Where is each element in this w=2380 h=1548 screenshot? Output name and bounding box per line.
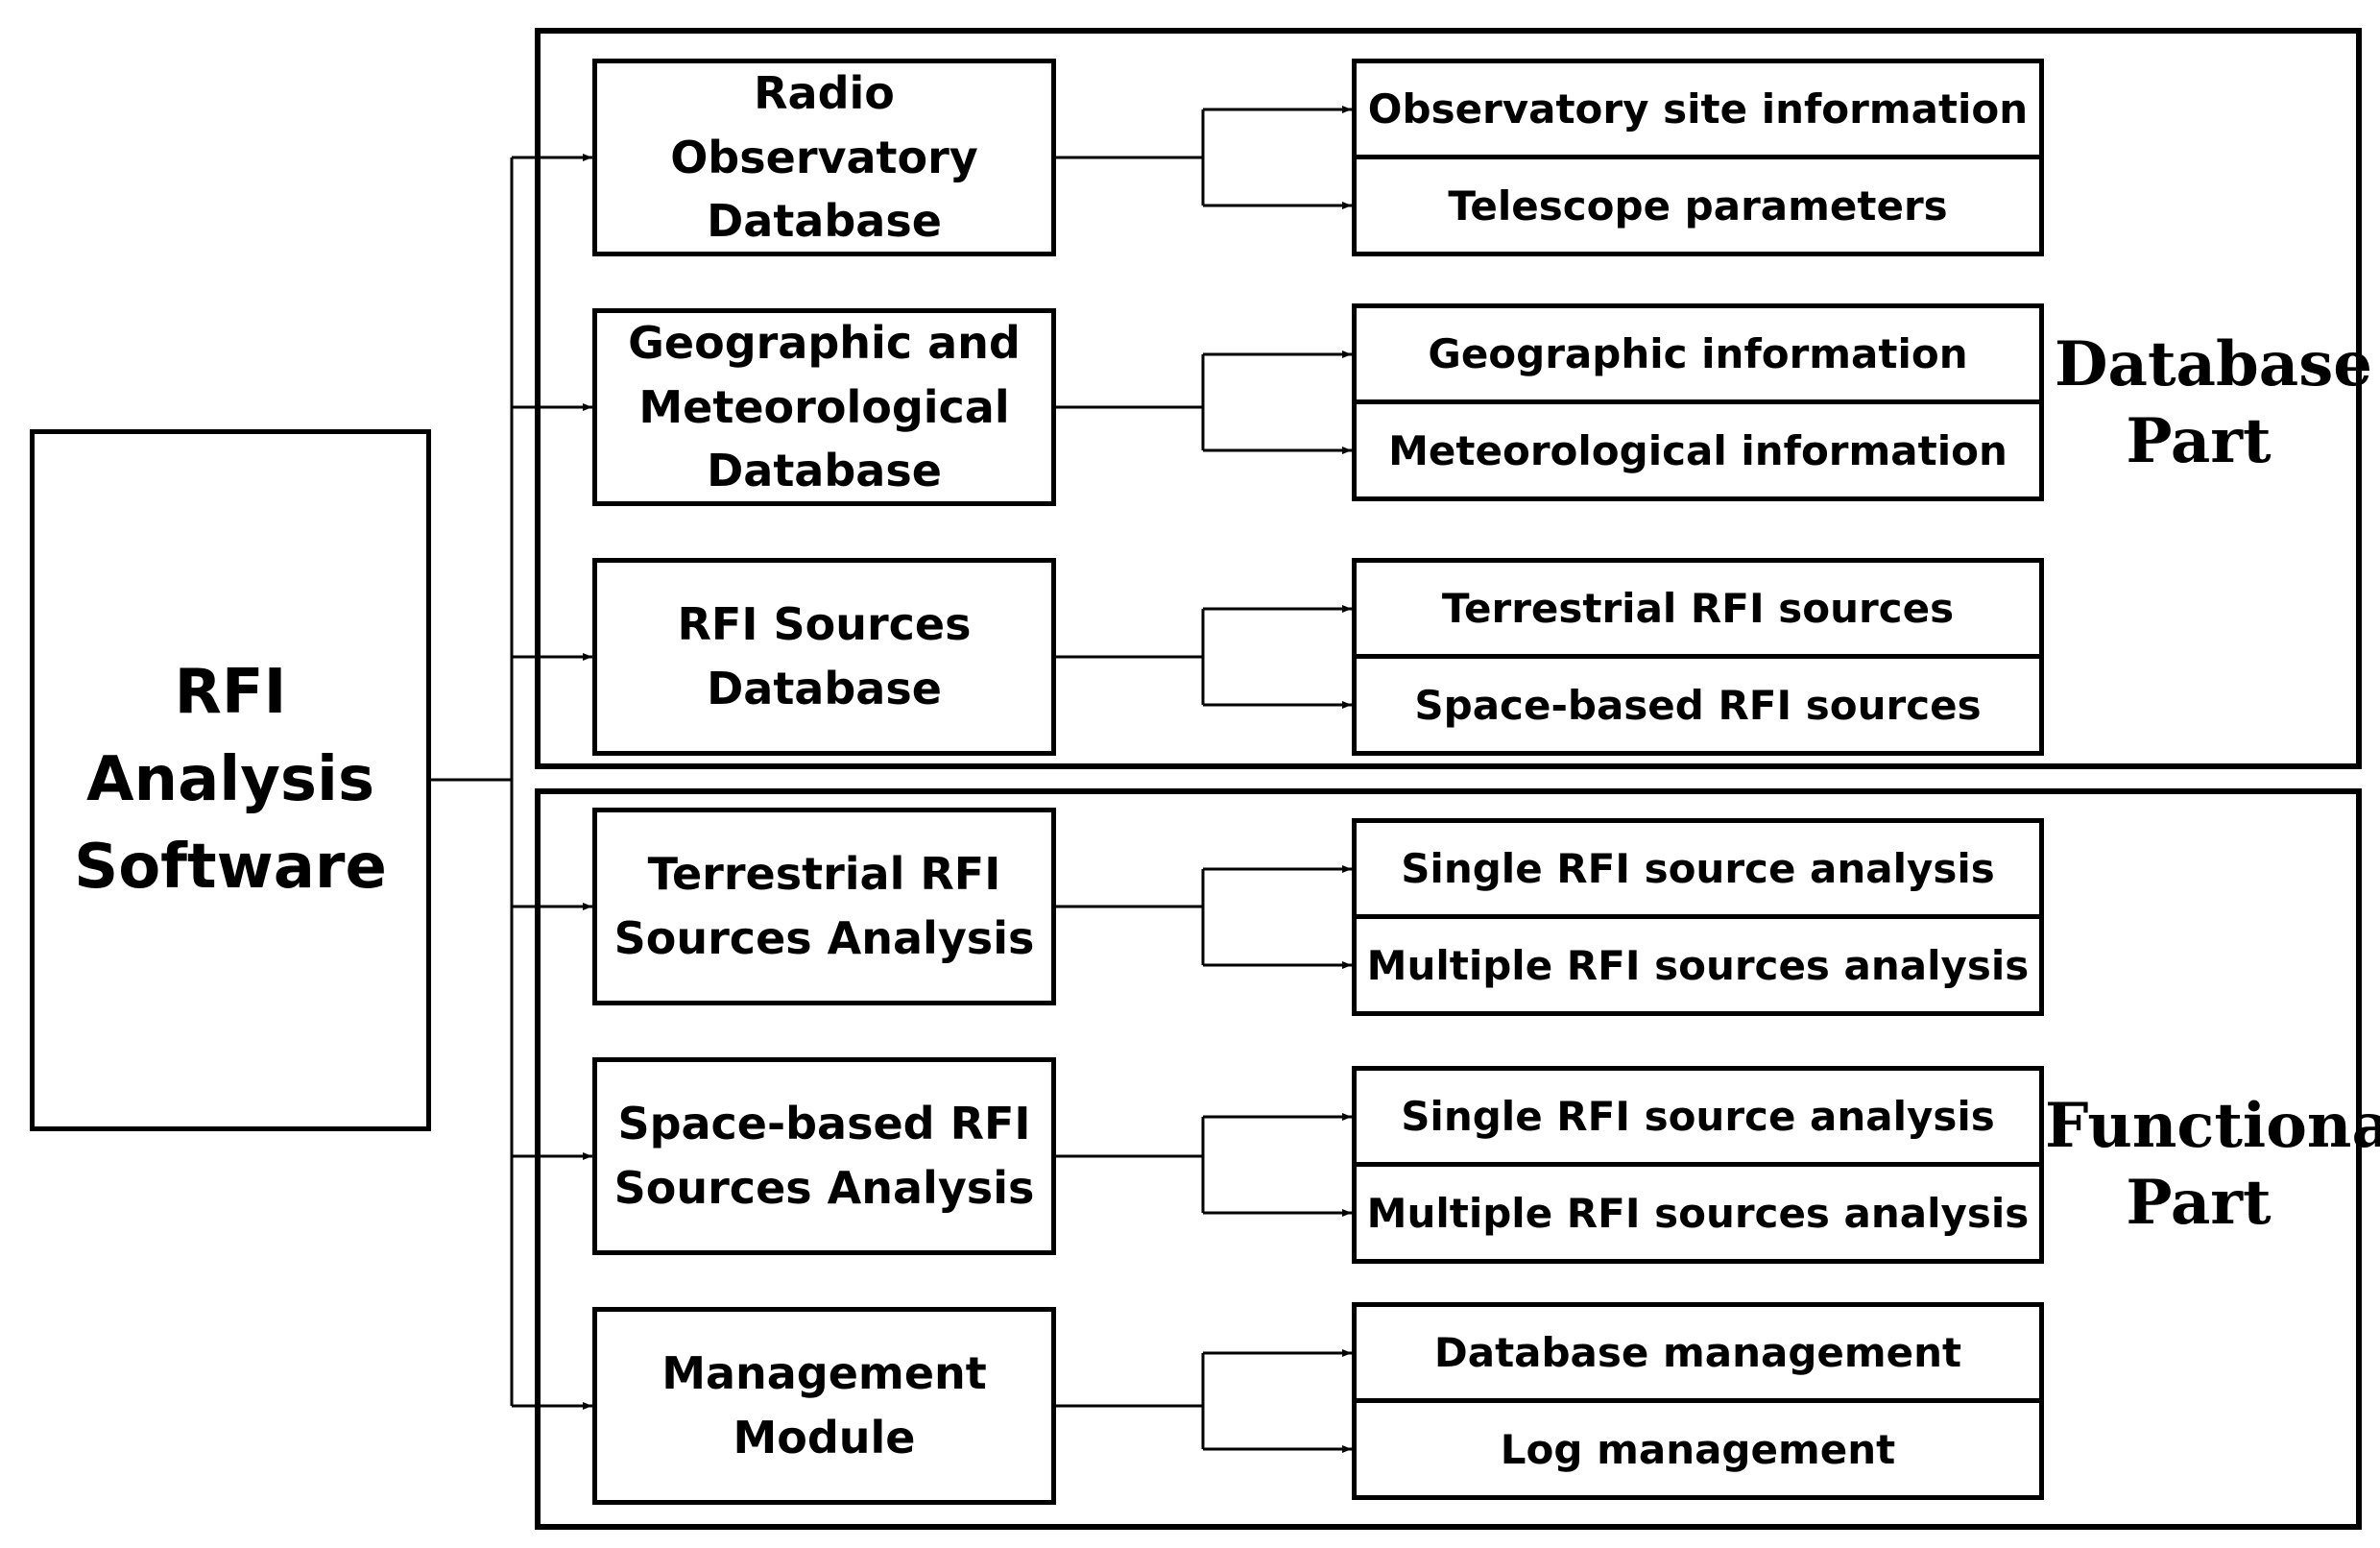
module-box-rfi-sources-database: RFI Sources Database	[592, 558, 1056, 756]
database-part-label: Database Part	[2055, 328, 2372, 477]
sub-item-label: Single RFI source analysis	[1401, 845, 1995, 892]
sub-item-meteorological-information: Meteorological information	[1352, 399, 2044, 501]
sub-item-terrestrial-single-analysis: Single RFI source analysis	[1352, 818, 2044, 919]
sub-item-space-based-single-analysis: Single RFI source analysis	[1352, 1066, 2044, 1167]
module-label: Management Module	[661, 1347, 987, 1463]
module-label: Terrestrial RFI Sources Analysis	[613, 848, 1035, 964]
sub-item-terrestrial-rfi-sources: Terrestrial RFI sources	[1352, 558, 2044, 659]
sub-item-database-management: Database management	[1352, 1302, 2044, 1403]
module-box-geographic-meteorological-database: Geographic and Meteorological Database	[592, 308, 1056, 506]
sub-item-geographic-information: Geographic information	[1352, 303, 2044, 404]
module-label: Geographic and Meteorological Database	[628, 316, 1021, 497]
sub-item-label: Multiple RFI sources analysis	[1366, 941, 2030, 989]
sub-item-label: Log management	[1500, 1425, 1896, 1473]
root-box: RFI Analysis Software	[30, 429, 431, 1131]
sub-item-observatory-site-information: Observatory site information	[1352, 59, 2044, 159]
module-box-space-based-rfi-analysis: Space-based RFI Sources Analysis	[592, 1057, 1056, 1255]
sub-item-label: Multiple RFI sources analysis	[1366, 1189, 2030, 1237]
sub-item-label: Space-based RFI sources	[1414, 681, 1982, 729]
sub-item-telescope-parameters: Telescope parameters	[1352, 155, 2044, 256]
module-label: RFI Sources Database	[677, 598, 972, 714]
sub-item-log-management: Log management	[1352, 1398, 2044, 1500]
sub-item-label: Terrestrial RFI sources	[1441, 585, 1955, 632]
sub-item-label: Database management	[1433, 1329, 1962, 1376]
sub-item-label: Observatory site information	[1367, 85, 2029, 133]
functional-part-label: Functional Part	[2045, 1090, 2380, 1239]
module-box-terrestrial-rfi-analysis: Terrestrial RFI Sources Analysis	[592, 808, 1056, 1005]
sub-item-label: Single RFI source analysis	[1401, 1093, 1995, 1140]
module-label: Radio Observatory Database	[670, 66, 978, 248]
sub-item-space-based-rfi-sources: Space-based RFI sources	[1352, 654, 2044, 756]
sub-item-terrestrial-multiple-analysis: Multiple RFI sources analysis	[1352, 914, 2044, 1016]
sub-item-space-based-multiple-analysis: Multiple RFI sources analysis	[1352, 1162, 2044, 1264]
functional-part-frame	[535, 788, 2362, 1530]
root-title: RFI Analysis Software	[74, 657, 387, 903]
module-box-radio-observatory-database: Radio Observatory Database	[592, 59, 1056, 256]
module-label: Space-based RFI Sources Analysis	[613, 1098, 1035, 1214]
sub-item-label: Geographic information	[1428, 330, 1968, 377]
sub-item-label: Meteorological information	[1388, 426, 2007, 474]
module-box-management-module: Management Module	[592, 1307, 1056, 1505]
database-part-frame	[535, 28, 2362, 769]
sub-item-label: Telescope parameters	[1448, 181, 1948, 230]
